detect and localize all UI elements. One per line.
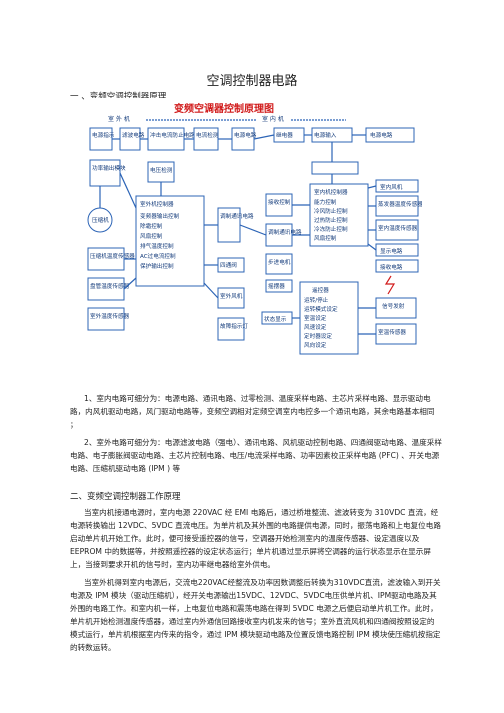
diagram-title: 变频空调器控制原理图 — [174, 102, 274, 115]
power-circuit-label: 电源电路 — [234, 131, 257, 139]
surge-label: 冲击电流防止电路 — [150, 131, 195, 139]
surge-block — [147, 127, 185, 151]
indoor-item-5: 风扇控制 — [314, 234, 337, 242]
receiver-block — [375, 259, 419, 273]
indoor-controller-label: 室内机控制器 — [314, 188, 348, 196]
room-sensor-label: 室内温度传感器 — [378, 224, 418, 232]
outdoor-controller-block — [135, 195, 205, 287]
outdoor-item-6: 保护输出控制 — [140, 262, 174, 270]
outdoor-item-2: 除霜控制 — [140, 222, 163, 230]
outdoor-controller-label: 室外机控制器 — [140, 200, 174, 208]
room-sensor2-label: 室温传感器 — [378, 328, 406, 336]
remote-item-1: 运转/停止 — [304, 296, 329, 304]
coil-sensor-label: 蒸发器温度传感器 — [378, 200, 422, 208]
indoor-label: 室 内 机 — [262, 115, 284, 123]
remote-item-3: 室温设定 — [304, 314, 327, 322]
display-label: 显示电路 — [380, 247, 403, 255]
indoor-item-3: 过热防止控制 — [314, 216, 348, 224]
four-way-label: 四通阀 — [220, 261, 237, 269]
power-circuit-indoor-block — [311, 161, 359, 175]
signal-bolt-icon — [384, 275, 396, 295]
power-indicator-block — [89, 127, 113, 151]
swing-block — [265, 279, 293, 293]
fault-led-block — [217, 317, 245, 341]
indoor-item-2: 冷风防止控制 — [314, 207, 348, 215]
power-module-label: 功率输出模块 — [92, 164, 126, 172]
outdoor-temp-label: 室外温度传感器 — [90, 312, 130, 320]
paragraph-2: 2、室外电路可细分为：电源滤波电路（强电）、通讯电路、风机驱动控制电路、四通阀驱… — [70, 438, 442, 473]
remote-item-2: 运转模式设定 — [304, 305, 338, 313]
outdoor-fan-label: 室外风机 — [220, 292, 243, 300]
remote-block — [299, 281, 359, 355]
section-heading-1: 一 、变频空调控制器原理 — [70, 92, 167, 102]
indoor-comm-label: 调制通讯电路 — [268, 228, 302, 236]
current-detect-block — [193, 127, 219, 151]
indoor-controller-block — [309, 183, 369, 247]
stepper-label: 步进电机 — [268, 258, 291, 266]
voltage-detect-label: 电压检测 — [150, 166, 173, 174]
stepper-block — [265, 253, 293, 275]
defrost-sensor-label: 盘管温度传感器 — [90, 282, 130, 290]
signal-label: 信号发射 — [382, 302, 405, 310]
indoor-item-1: 能力控制 — [314, 198, 337, 206]
remote-item-4: 风速设定 — [304, 323, 327, 331]
current-detect-label: 电流检测 — [196, 131, 219, 139]
control-diagram: 变频空调器控制原理图 室 外 机 室 内 机 电源指示 滤波电路 冲击电流防止电… — [86, 98, 422, 381]
paragraph-3: 当室内机接通电源时，室内电源 220VAC 经 EMI 电路后，通过桥堆整流、滤… — [70, 508, 441, 569]
relay-label: 继电器 — [276, 131, 293, 139]
indoor-item-4: 冷冻防止控制 — [314, 225, 348, 233]
remote-label: 遥控器 — [312, 286, 329, 294]
filter-label: 滤波电路 — [122, 131, 145, 139]
swing-label: 摇摆器 — [268, 282, 285, 290]
document-title: 空调控制器电路 — [206, 74, 298, 89]
receiver-label: 接收电路 — [380, 263, 403, 271]
filter-block — [119, 127, 141, 151]
section-heading-2: 二、变频空调控制器工作原理 — [70, 492, 181, 502]
remote-item-6: 风向设定 — [304, 341, 327, 349]
fault-led-label: 故障指示灯 — [220, 322, 248, 330]
outdoor-item-3: 风扇控制 — [140, 232, 163, 240]
outdoor-label: 室 外 机 — [108, 115, 130, 123]
status-label: 状态显示 — [264, 315, 287, 323]
outdoor-item-5: AC过电流控制 — [140, 252, 176, 260]
paragraph-1: 1、室内电路可细分为：电源电路、通讯电路、过零检测、温度采样电路、主芯片采样电路… — [70, 394, 435, 429]
outdoor-temp-block — [87, 307, 125, 331]
power-input-label: 电源输入 — [314, 131, 337, 139]
outdoor-item-4: 排气温度控制 — [140, 242, 174, 250]
power-circuit-block — [231, 127, 255, 151]
paragraph-4: 当室外机得到室内电源后，交流电220VAC经整流及功率因数调整后转换为310VD… — [70, 578, 441, 652]
compressor-label: 压缩机 — [92, 216, 109, 224]
comm-label: 调制通讯电路 — [220, 212, 254, 220]
remote-item-5: 定时器设定 — [304, 332, 332, 340]
comp-sensor-label: 压缩机温度传感器 — [90, 252, 135, 260]
power-module-block — [89, 159, 121, 187]
indoor-power-label: 电源电路 — [370, 131, 393, 139]
indoor-fan-label: 室内风机 — [380, 183, 403, 191]
power-indicator-label: 电源指示 — [92, 131, 115, 139]
outdoor-item-1: 变频器输出控制 — [140, 212, 180, 220]
reception-label: 接收控制 — [268, 198, 291, 206]
